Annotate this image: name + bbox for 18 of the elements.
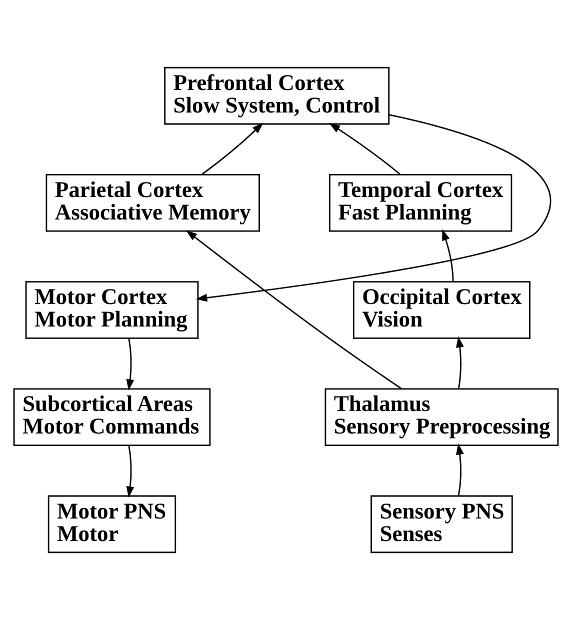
arrow xyxy=(328,122,401,174)
node-box: Motor Cortex Motor Planning xyxy=(25,280,199,338)
node-box: Sensory PNS Senses xyxy=(370,494,513,553)
arrow xyxy=(126,338,134,390)
arrow xyxy=(202,122,264,174)
arrow xyxy=(456,336,464,388)
arrow xyxy=(456,442,464,496)
arrow xyxy=(186,230,402,389)
arrow xyxy=(126,444,134,498)
node-box: Prefrontal Cortex Slow System, Control xyxy=(164,66,390,124)
node-box: Thalamus Sensory Preprocessing xyxy=(324,388,559,446)
node-box: Subcortical Areas Motor Commands xyxy=(13,388,211,446)
arrow xyxy=(442,228,454,281)
node-box: Temporal Cortex Fast Planning xyxy=(328,174,512,232)
node-box: Parietal Cortex Associative Memory xyxy=(46,174,260,232)
node-box: Motor PNS Motor xyxy=(48,494,176,553)
arrow xyxy=(196,114,551,302)
node-box: Occipital Cortex Vision xyxy=(352,280,530,338)
